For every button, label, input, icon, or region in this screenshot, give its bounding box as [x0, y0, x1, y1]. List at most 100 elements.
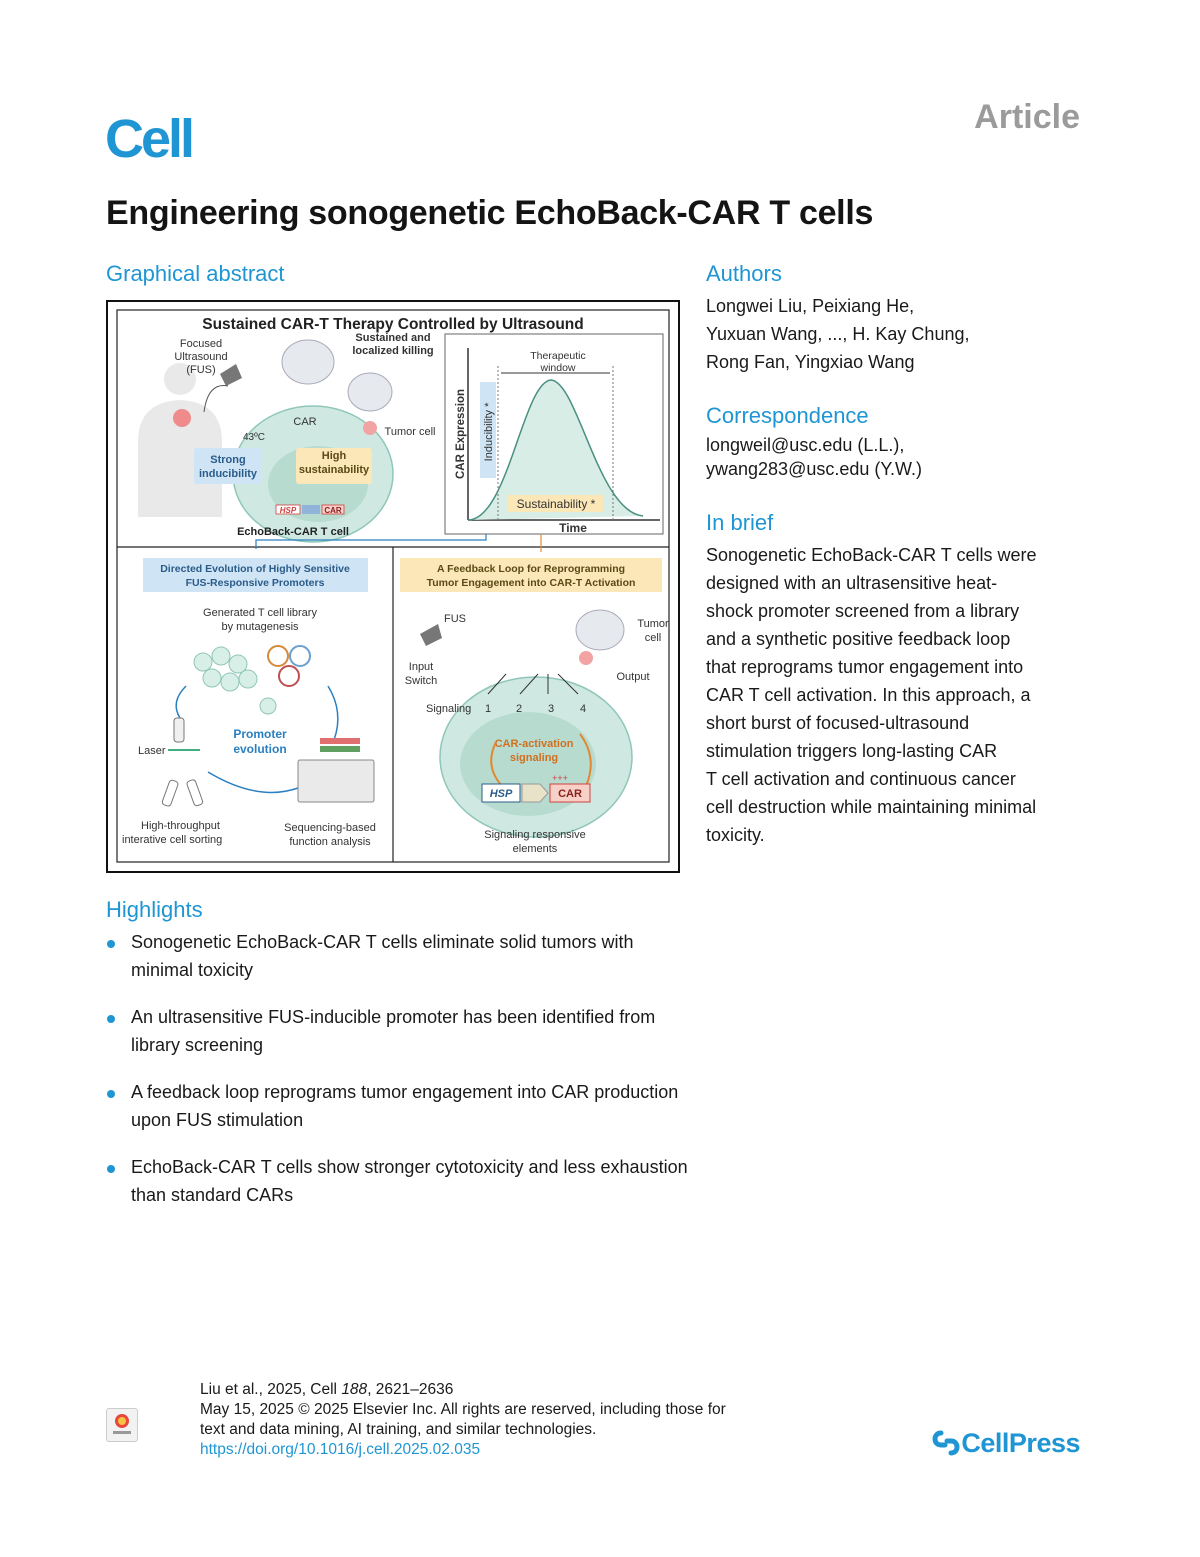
ultrasound-transducer-icon [220, 364, 242, 386]
citation-line: Liu et al., 2025, Cell 188, 2621–2636 [200, 1380, 820, 1400]
responsive-label-2: elements [513, 843, 558, 855]
responsive-label-1: Signaling responsive [484, 829, 586, 841]
citation-pages: , 2621–2636 [367, 1381, 454, 1398]
promoter-evolution-2: evolution [233, 742, 286, 756]
email-link[interactable]: longweil@usc.edu (L.L.), [706, 435, 905, 455]
in-brief-line: designed with an ultrasensitive heat- [706, 573, 998, 593]
correspondence-heading: Correspondence [706, 403, 869, 428]
inducibility-label: Inducibility * [483, 402, 495, 461]
therapeutic-label-1: Therapeutic [530, 350, 585, 362]
in-brief-line: T cell activation and continuous cancer [706, 769, 1016, 789]
authors-list: Longwei Liu, Peixiang He, Yuxuan Wang, .… [706, 292, 1106, 376]
feedback-arrow-right [579, 733, 592, 787]
graphical-abstract-figure: Sustained CAR-T Therapy Controlled by Ul… [106, 300, 680, 873]
t-cell-library-cluster [193, 645, 311, 715]
in-brief-line: short burst of focused-ultrasound [706, 713, 970, 733]
in-brief-line: stimulation triggers long-lasting CAR [706, 741, 998, 761]
strong-inducibility-box [194, 448, 262, 484]
car-expression-axis-label: CAR Expression [455, 389, 467, 479]
promoter-evolution-1: Promoter [233, 727, 287, 741]
highlights-heading: Highlights [106, 897, 203, 922]
doi-link[interactable]: https://doi.org/10.1016/j.cell.2025.02.0… [200, 1441, 481, 1458]
cellpress-mark-icon [932, 1430, 960, 1456]
output-label: Output [616, 671, 649, 683]
therapeutic-window-chart [444, 333, 664, 535]
left-banner [143, 558, 368, 592]
tumor-cell-killed [347, 372, 393, 412]
in-brief-line: CAR T cell activation. In this approach,… [706, 685, 1031, 705]
car-label: CAR [293, 416, 316, 428]
tumor-cell-top [281, 339, 335, 385]
authors-line: Yuxuan Wang, ..., H. Kay Chung, [706, 324, 970, 344]
in-brief-heading: In brief [706, 510, 774, 535]
sequencer-icon [297, 759, 375, 803]
highlight-item: EchoBack-CAR T cells show stronger cytot… [106, 1153, 696, 1209]
human-silhouette [138, 363, 222, 517]
left-banner-1: Directed Evolution of Highly Sensitive [160, 563, 350, 575]
therapeutic-label-2: window [539, 362, 575, 374]
ultrasound-transducer-icon-2 [420, 624, 442, 646]
echoback-label: EchoBack-CAR T cell [237, 526, 349, 538]
car-activation-2: signaling [510, 752, 558, 764]
right-banner-1: A Feedback Loop for Reprogramming [437, 563, 625, 575]
right-banner-2: Tumor Engagement into CAR-T Activation [427, 577, 636, 589]
cycle-arrow-left [175, 685, 187, 719]
input-switch-1: Input [409, 661, 433, 673]
authors-line: Longwei Liu, Peixiang He, [706, 296, 915, 316]
signaling-label: Signaling [426, 703, 471, 715]
high-sustainability-1: High [322, 450, 347, 462]
fus-label-2: Ultrasound [174, 351, 227, 363]
car-gene-label-top: CAR [324, 506, 342, 515]
laser-label: Laser [138, 745, 166, 757]
highlight-item: A feedback loop reprograms tumor engagem… [106, 1078, 696, 1134]
graphical-abstract-svg: Sustained CAR-T Therapy Controlled by Ul… [116, 309, 670, 863]
ga-top-title: Sustained CAR-T Therapy Controlled by Ul… [202, 316, 584, 333]
left-banner-2: FUS-Responsive Promoters [186, 577, 325, 589]
email-link[interactable]: ywang283@usc.edu (Y.W.) [706, 459, 923, 479]
car-receptor-icon [363, 421, 377, 435]
library-label-1: Generated T cell library [203, 607, 317, 619]
in-brief-line: Sonogenetic EchoBack-CAR T cells were [706, 545, 1037, 565]
hsp-label-top: HSP [280, 506, 297, 515]
journal-logo: Cell [105, 109, 195, 169]
authors-heading: Authors [706, 261, 782, 286]
sustained-label-1: Sustained and [355, 332, 430, 344]
signal-1: 1 [485, 703, 491, 715]
high-sustainability-2: sustainability [299, 464, 370, 476]
sorting-label-1: High-throughput [141, 820, 220, 832]
authors-line: Rong Fan, Yingxiao Wang [706, 352, 915, 372]
tumor-cell-label: Tumor cell [385, 426, 436, 438]
sequencing-label-1: Sequencing-based [284, 822, 376, 834]
car-activation-1: CAR-activation [495, 738, 574, 750]
fus-label-3: (FUS) [186, 364, 215, 376]
sorter-nozzle-icon [173, 717, 185, 743]
input-switch-2: Switch [405, 675, 437, 687]
strong-inducibility-1: Strong [210, 454, 245, 466]
article-title: Engineering sonogenetic EchoBack-CAR T c… [106, 194, 874, 232]
cycle-arrow-right [327, 685, 339, 741]
citation-block: Liu et al., 2025, Cell 188, 2621–2636 Ma… [200, 1380, 820, 1460]
library-label-2: by mutagenesis [221, 621, 299, 633]
sustained-label-2: localized killing [352, 345, 433, 357]
highlight-item: An ultrasensitive FUS-inducible promoter… [106, 1003, 696, 1059]
feedback-arrow-left [490, 741, 503, 787]
publisher-name: CellPress [961, 1428, 1080, 1458]
signal-4: 4 [580, 703, 586, 715]
signal-3: 3 [548, 703, 554, 715]
fus-label-1: Focused [180, 338, 222, 350]
plus-marks: +++ [552, 773, 568, 783]
temperature-label: 43ºC [243, 432, 265, 443]
check-for-updates-icon[interactable] [106, 1408, 138, 1442]
sequencing-label-2: function analysis [289, 836, 371, 848]
in-brief-line: and a synthetic positive feedback loop [706, 629, 1011, 649]
citation-prefix: Liu et al., 2025, Cell [200, 1381, 342, 1398]
graphical-abstract-heading: Graphical abstract [106, 261, 285, 286]
correspondence-emails: longweil@usc.edu (L.L.), ywang283@usc.ed… [706, 433, 1106, 481]
strong-inducibility-2: inducibility [199, 468, 258, 480]
sorting-label-2: interative cell sorting [122, 834, 222, 846]
copyright-line: May 15, 2025 © 2025 Elsevier Inc. All ri… [200, 1401, 726, 1418]
fus-short-label: FUS [444, 613, 466, 625]
cycle-arrow-bottom [207, 771, 299, 794]
tumor-cell-right [575, 609, 625, 651]
car-gene-label-bottom: CAR [558, 788, 582, 800]
